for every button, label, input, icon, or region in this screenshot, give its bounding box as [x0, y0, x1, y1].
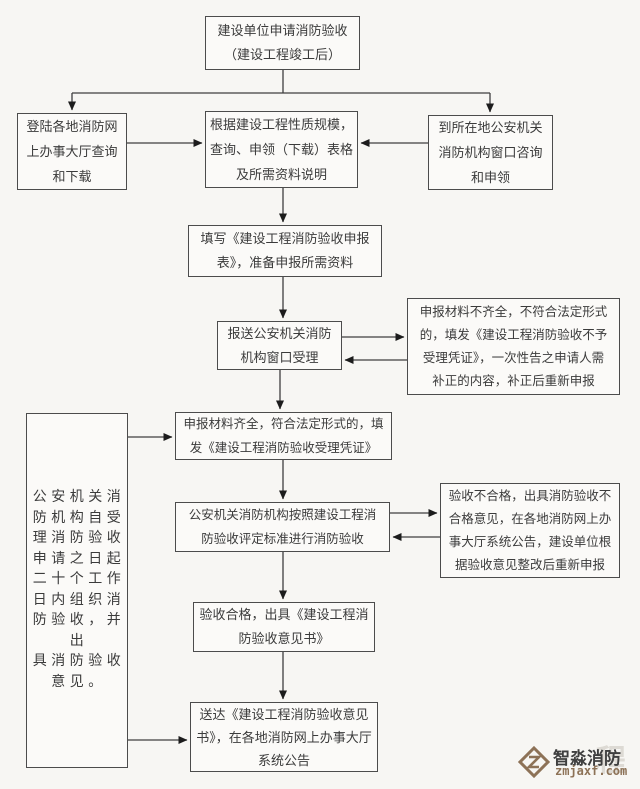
node-materials-complete: 申报材料齐全，符合法定形式的，填 发《建设工程消防验收受理凭证》: [175, 412, 392, 460]
watermark-char: 程: [596, 745, 626, 778]
node-inspection-failed: 验收不合格，出具消防验收不 合格意见，在各地消防网上办 事大厅系统公告，建设单位…: [440, 483, 620, 578]
brand-domain: zmjaxf.com: [555, 764, 628, 778]
brand-logo: 程 智淼消防 zmjaxf.com: [518, 742, 640, 786]
node-materials-incomplete: 申报材料不齐全，不符合法定形式 的，填发《建设工程消防验收不予 受理凭证》，一次…: [407, 298, 620, 395]
diamond-z-icon: [518, 746, 550, 778]
node-submit-to-window: 报送公安机关消防 机构窗口受理: [217, 321, 342, 370]
node-deliver-opinion: 送达《建设工程消防验收意见 书》，在各地消防网上办事大厅 系统公告: [190, 702, 378, 772]
node-window-consult: 到所在地公安机关 消防机构窗口咨询 和申领: [428, 115, 553, 190]
node-apply-acceptance: 建设单位申请消防验收 （建设工程竣工后）: [205, 16, 360, 70]
brand-name: 智淼消防: [553, 749, 621, 768]
node-inspection-passed: 验收合格，出具《建设工程消 防验收意见书》: [193, 602, 375, 652]
node-query-forms: 根据建设工程性质规模， 查询、申领（下载）表格 及所需资料说明: [205, 111, 358, 188]
connector-lines: [68, 70, 494, 744]
node-twenty-workday-note: 公安机关消 防机构自受 理消防验收 申请之日起 二十个工作 日内组织消 防验收，…: [26, 413, 128, 768]
node-conduct-inspection: 公安机关消防机构按照建设工程消 防验收评定标准进行消防验收: [175, 502, 390, 552]
node-fill-declaration-form: 填写《建设工程消防验收申报 表》，准备申报所需资料: [188, 225, 382, 277]
node-online-hall-download: 登陆各地消防网 上办事大厅查询 和下载: [17, 113, 127, 190]
